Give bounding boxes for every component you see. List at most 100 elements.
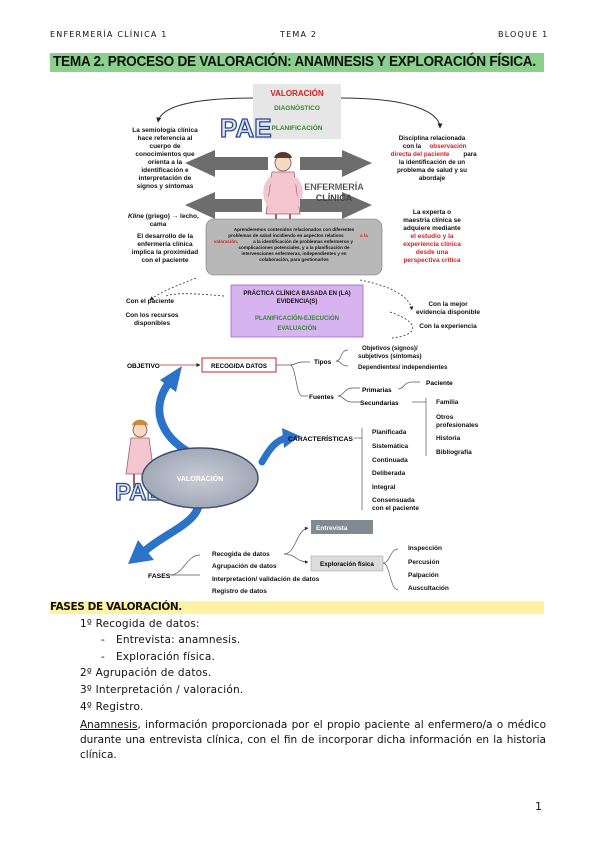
big-arrow-lower-left bbox=[185, 192, 262, 219]
svg-text:Con la mejor: Con la mejor bbox=[428, 301, 468, 308]
tipos-label: Tipos bbox=[314, 359, 332, 366]
secundarias-items: Familia Otros profesionales Historia Bib… bbox=[436, 399, 479, 456]
svg-text:valoración,: valoración, bbox=[214, 239, 238, 244]
blue-arrow-right bbox=[258, 434, 289, 466]
svg-text:perspectiva crítica: perspectiva crítica bbox=[403, 257, 460, 264]
big-arrow-upper-left bbox=[185, 150, 268, 177]
exploracion-box bbox=[310, 555, 384, 572]
list-bullet-1: - bbox=[101, 634, 105, 646]
svg-text:Bibliografía: Bibliografía bbox=[436, 449, 472, 456]
svg-text:problema de salud y su: problema de salud y su bbox=[397, 167, 467, 174]
svg-text:profesionales: profesionales bbox=[436, 422, 479, 429]
entrevista-label: Entrevista bbox=[316, 525, 348, 532]
pcbe-box bbox=[230, 284, 364, 338]
svg-text:Con la experiencia: Con la experiencia bbox=[419, 323, 477, 330]
svg-text:evidencia disponible: evidencia disponible bbox=[416, 309, 480, 316]
svg-text:directa del paciente: directa del paciente bbox=[391, 151, 450, 158]
svg-text:enfermería clínica: enfermería clínica bbox=[137, 241, 193, 248]
blue-arrow-up bbox=[155, 380, 204, 462]
svg-text:Planificada: Planificada bbox=[372, 429, 407, 436]
svg-text:Objetivos (signos)/: Objetivos (signos)/ bbox=[362, 345, 418, 352]
svg-text:experiencia clínica: experiencia clínica bbox=[403, 241, 461, 248]
list-item-1b: Exploración física. bbox=[116, 651, 216, 663]
list-item-4: 4º Registro. bbox=[80, 701, 144, 713]
desarrollo-text: El desarrollo de la enfermería clínica i… bbox=[132, 233, 198, 264]
svg-text:Interpretación/ validación de: Interpretación/ validación de datos bbox=[212, 576, 320, 583]
page-number: 1 bbox=[535, 800, 542, 813]
svg-text:El desarrollo de la: El desarrollo de la bbox=[137, 233, 193, 240]
kline-text-2: cama bbox=[150, 221, 167, 228]
svg-text:subjetivos (síntomas): subjetivos (síntomas) bbox=[358, 353, 422, 360]
stack-valoracion: VALORACIÓN bbox=[270, 89, 323, 98]
svg-text:orienta a la: orienta a la bbox=[148, 159, 183, 166]
svg-text:conocimientos que: conocimientos que bbox=[135, 151, 195, 158]
caracteristicas-label: CARACTERÍSTICAS bbox=[288, 434, 353, 443]
curve-arrow-right bbox=[339, 97, 443, 129]
svg-text:Inspección: Inspección bbox=[408, 545, 442, 552]
svg-text:PLANIFICACIÓN-EJECUCIÓN: PLANIFICACIÓN-EJECUCIÓN bbox=[255, 314, 339, 322]
svg-text:Integral: Integral bbox=[372, 484, 396, 491]
nurse-illustration-1 bbox=[263, 152, 303, 228]
svg-text:maestría clínica se: maestría clínica se bbox=[403, 217, 461, 224]
anamnesis-paragraph: Anamnesis, información proporcionada por… bbox=[80, 718, 546, 763]
svg-text:Otros: Otros bbox=[436, 414, 454, 421]
fases-label: FASES bbox=[148, 573, 171, 580]
disciplina-text: Disciplina relacionada con la observació… bbox=[391, 135, 478, 182]
svg-text:identificación e: identificación e bbox=[141, 167, 189, 174]
pae-logo: PAE bbox=[220, 113, 272, 143]
svg-text:problemas de salud incidiendo: problemas de salud incidiendo en aspecto… bbox=[228, 233, 344, 238]
list-item-3: 3º Interpretación / valoración. bbox=[80, 684, 244, 696]
fuentes-label: Fuentes bbox=[309, 394, 334, 401]
svg-text:La experta o: La experta o bbox=[413, 209, 451, 216]
svg-text:Deliberada: Deliberada bbox=[372, 470, 406, 477]
enfermeria-label-2: CLÍNICA bbox=[316, 193, 353, 203]
svg-text:la identificación de un: la identificación de un bbox=[399, 159, 465, 166]
big-arrow-lower-right bbox=[300, 192, 372, 219]
section-heading-bar: FASES DE VALORACIÓN. bbox=[50, 601, 544, 614]
exploracion-label: Exploración física bbox=[320, 561, 374, 568]
svg-text:Familia: Familia bbox=[436, 399, 459, 406]
svg-text:observación: observación bbox=[429, 143, 466, 150]
svg-text:Dependientes/ independientes: Dependientes/ independientes bbox=[358, 364, 448, 371]
svg-text:adquiere mediante: adquiere mediante bbox=[403, 225, 461, 232]
anamnesis-term: Anamnesis bbox=[80, 719, 138, 731]
svg-text:intervenciones enfermeras, ind: intervenciones enfermeras, independiente… bbox=[241, 251, 346, 256]
svg-text:el estudio y la: el estudio y la bbox=[411, 233, 454, 240]
valoracion-ellipse bbox=[141, 447, 259, 509]
primarias-label: Primarias bbox=[362, 387, 392, 394]
svg-text:Auscultación: Auscultación bbox=[408, 585, 449, 592]
svg-text:Disciplina relacionada: Disciplina relacionada bbox=[399, 135, 466, 142]
fases-items: Recogida de datos Agrupación de datos In… bbox=[212, 551, 320, 595]
svg-text:EVALUACIÓN: EVALUACIÓN bbox=[277, 324, 316, 332]
tipos-items: Objetivos (signos)/ subjetivos (síntomas… bbox=[358, 345, 448, 371]
svg-text:cuerpo de: cuerpo de bbox=[149, 143, 180, 150]
svg-text:a la identificación de problem: a la identificación de problemas enferme… bbox=[253, 239, 353, 244]
svg-text:Recogida de datos: Recogida de datos bbox=[212, 551, 270, 558]
svg-text:para: para bbox=[463, 151, 477, 158]
pcbe-text: PRÁCTICA CLÍNICA BASADA EN (LA) EVIDENCI… bbox=[243, 289, 350, 332]
svg-text:Consensuada: Consensuada bbox=[372, 497, 415, 504]
valoracion-ellipse-label: VALORACIÓN bbox=[177, 474, 224, 483]
svg-text:abordaje: abordaje bbox=[419, 175, 446, 182]
svg-text:Historia: Historia bbox=[436, 435, 461, 442]
page-title: TEMA 2. PROCESO DE VALORACIÓN: ANAMNESIS… bbox=[53, 54, 536, 70]
svg-text:hace referencia al: hace referencia al bbox=[138, 135, 193, 142]
con-paciente-text: Con el paciente Con los recursos disponi… bbox=[125, 298, 178, 327]
svg-text:Percusión: Percusión bbox=[408, 559, 439, 566]
kline-text: Kline (griego) → lecho, bbox=[128, 213, 199, 220]
pae-stack-box bbox=[253, 84, 341, 139]
svg-text:signos y síntomas: signos y síntomas bbox=[137, 183, 194, 190]
svg-text:colaboración, para gestionarlo: colaboración, para gestionarlos bbox=[259, 257, 329, 262]
section-heading: FASES DE VALORACIÓN. bbox=[50, 601, 182, 613]
svg-text:implica la proximidad: implica la proximidad bbox=[132, 249, 198, 256]
curve-arrow-left bbox=[156, 97, 256, 123]
list-item-1: 1º Recogida de datos: bbox=[80, 618, 200, 630]
svg-text:Con el paciente: Con el paciente bbox=[126, 298, 174, 305]
maestria-text: La experta o maestría clínica se adquier… bbox=[403, 209, 461, 264]
svg-text:a la: a la bbox=[360, 233, 368, 238]
svg-text:Continuada: Continuada bbox=[372, 457, 408, 464]
center-content-text: Aprenderemos contenidos relacionados con… bbox=[214, 227, 368, 262]
list-item-1a: Entrevista: anamnesis. bbox=[116, 634, 241, 646]
header-block: BLOQUE 1 bbox=[498, 30, 549, 39]
anamnesis-definition: , información proporcionada por el propi… bbox=[80, 719, 546, 761]
